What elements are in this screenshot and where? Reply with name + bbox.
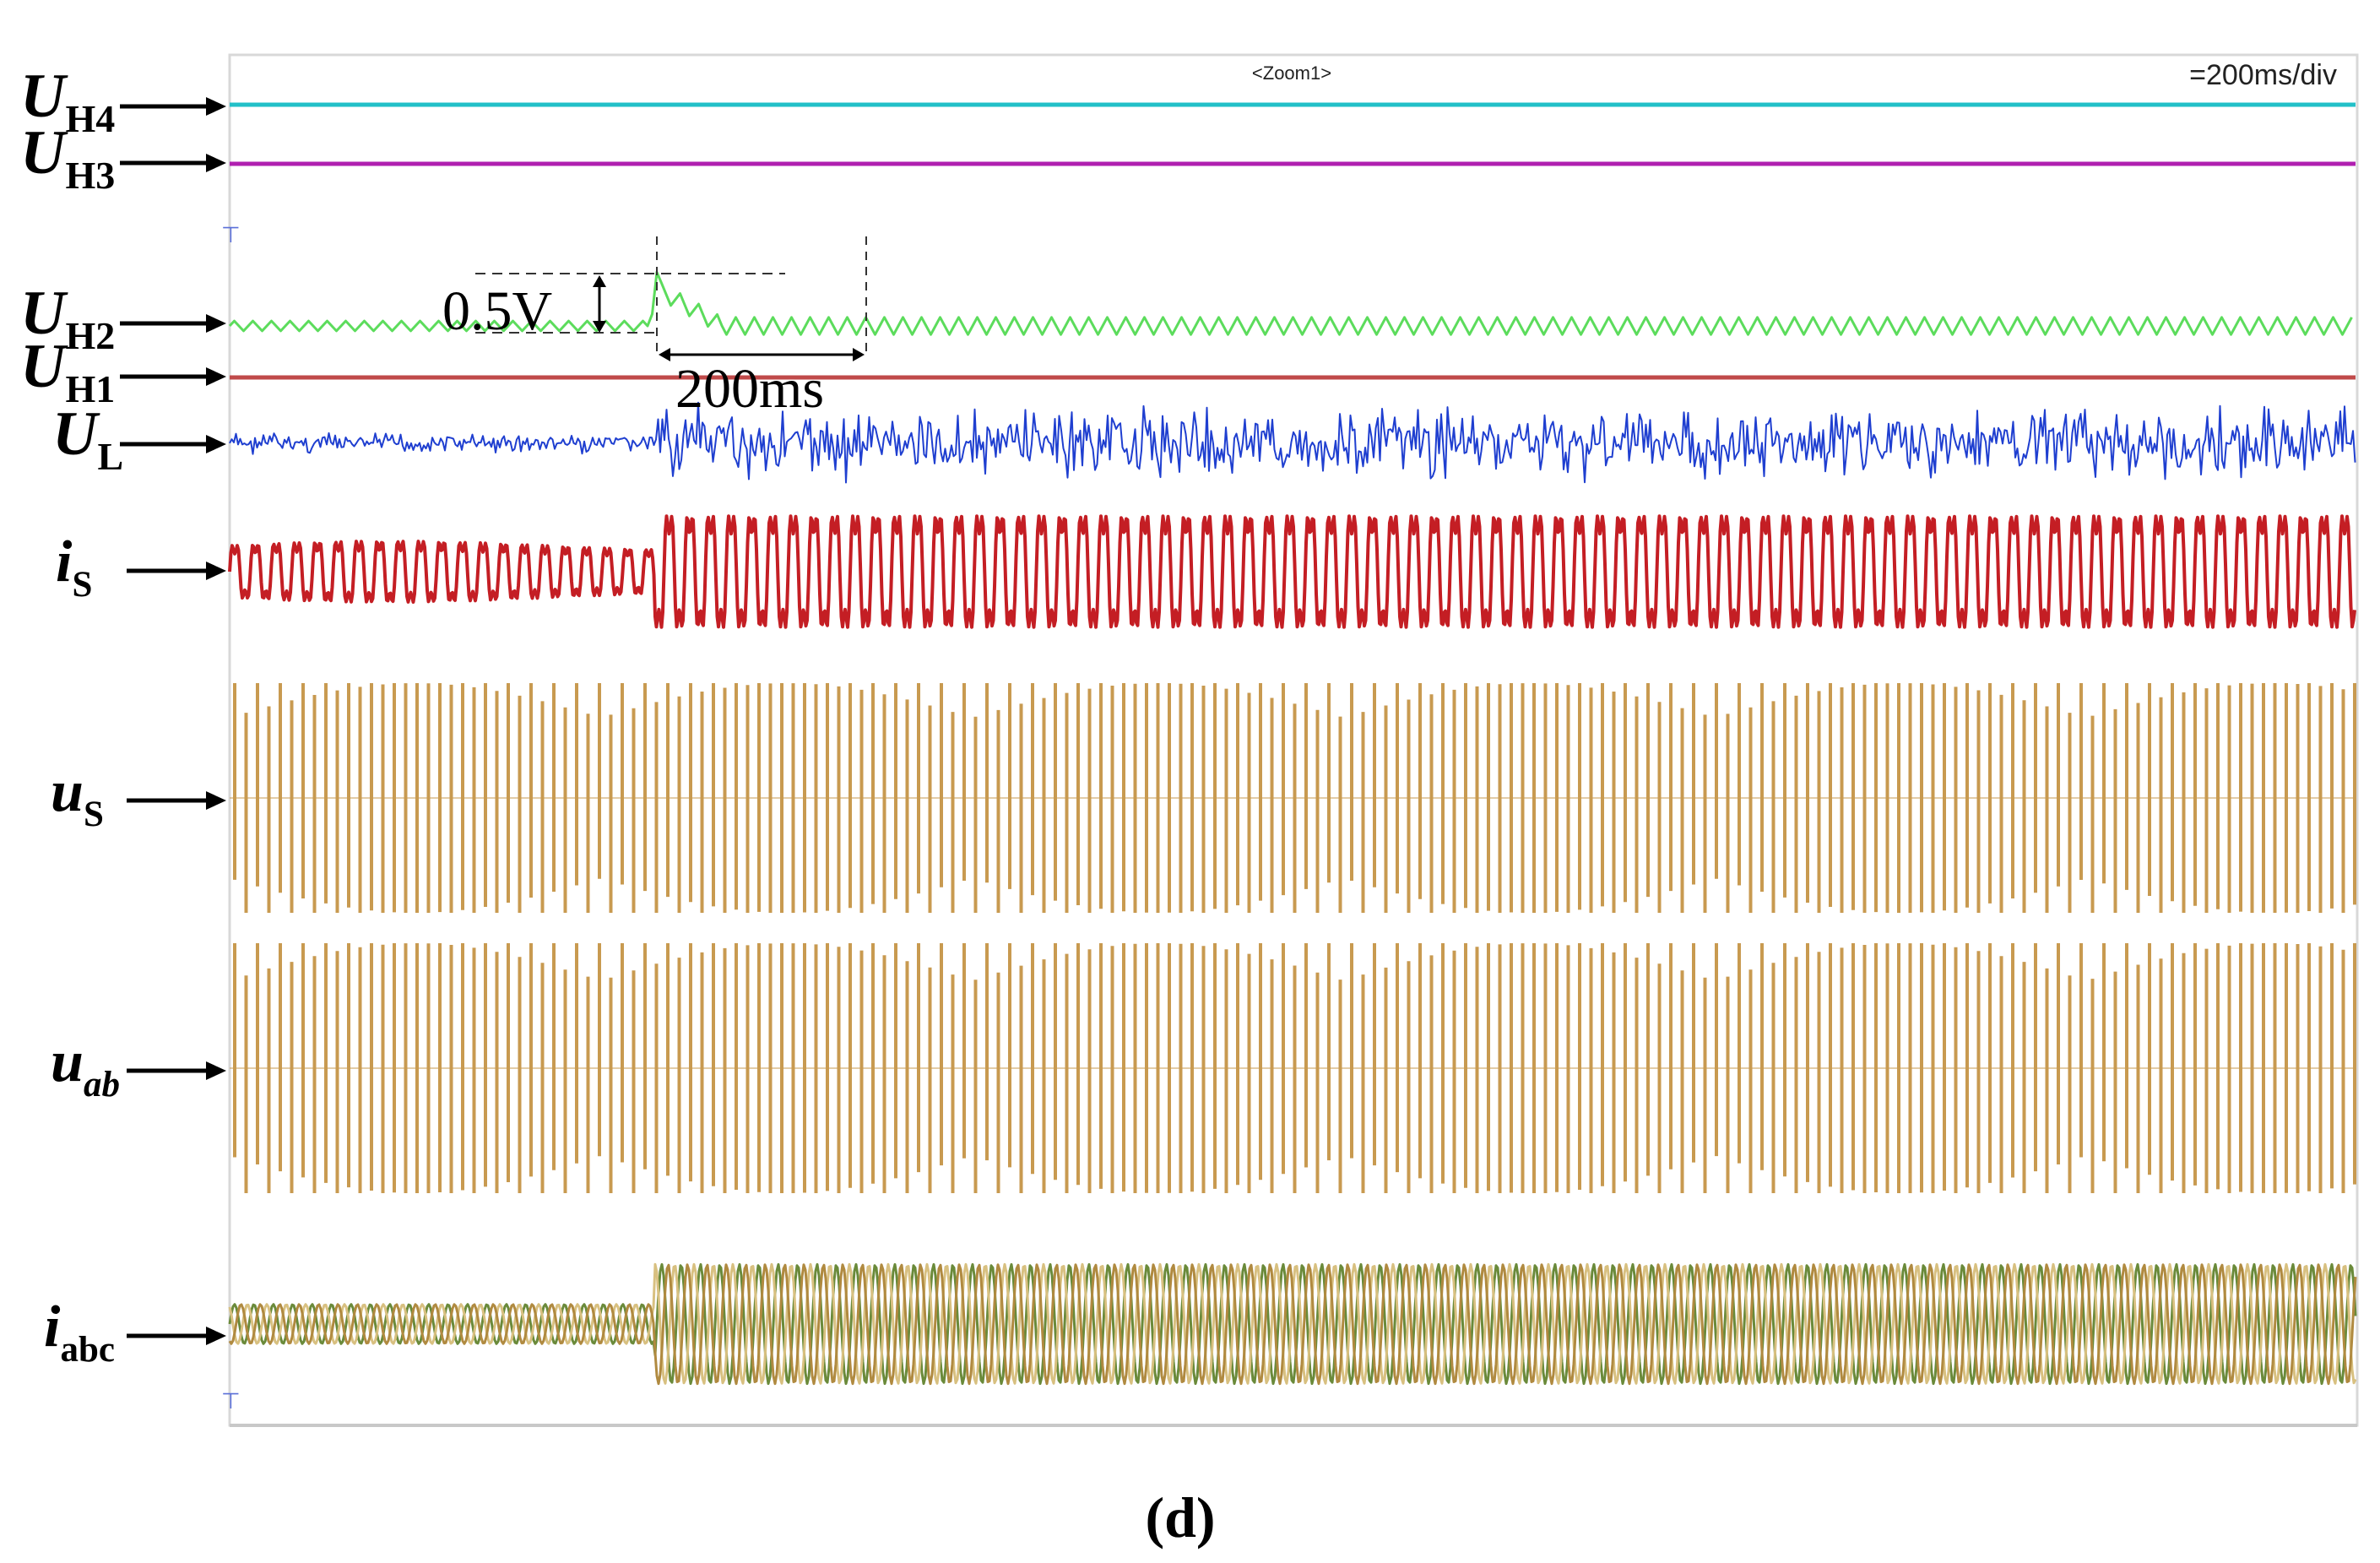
channel-arrow-head [206, 791, 226, 810]
channel-label-base: u [51, 1029, 84, 1094]
channel-label-base: U [20, 332, 68, 401]
ground-marker: ⊤ [221, 1389, 241, 1414]
channel-label-sub: abc [60, 1330, 115, 1370]
channel-arrow-head [206, 562, 226, 580]
channel-label-base: u [51, 759, 84, 824]
channel-label-uab: uab [51, 1029, 120, 1104]
channel-arrow-head [206, 435, 226, 453]
channel-arrow-head [206, 154, 226, 172]
channel-label-uh2: UH2 [20, 279, 115, 357]
channel-label-sub: S [84, 795, 104, 834]
amplitude-arrow-head [593, 321, 606, 333]
duration-label: 200ms [675, 358, 824, 420]
trace-iabc-phase-1 [228, 1262, 2357, 1386]
channel-arrow-head [206, 1061, 226, 1080]
channel-arrow-head [206, 314, 226, 333]
zoom-tag: <Zoom1> [1252, 62, 1331, 84]
trace-ul [229, 401, 2356, 484]
channel-arrow-head [206, 1327, 226, 1345]
channel-label-base: i [56, 529, 73, 594]
duration-arrow-head [853, 348, 865, 361]
channel-label-sub: H4 [65, 97, 115, 140]
channel-label-sub: H1 [65, 367, 115, 410]
amplitude-arrow-head [593, 275, 606, 287]
channel-label-sub: S [72, 565, 92, 605]
channel-label-iabc: iabc [44, 1294, 115, 1370]
channel-label-uh3: UH3 [20, 118, 115, 197]
channel-arrow-head [206, 97, 226, 116]
channel-label-base: i [44, 1294, 61, 1359]
ground-marker: ⊤ [221, 223, 241, 247]
channel-label-base: U [20, 62, 68, 131]
amplitude-label: 0.5V [442, 280, 552, 342]
channel-label-sub: H3 [65, 154, 115, 197]
timebase-label: =200ms/div [2189, 59, 2337, 91]
traces [228, 102, 2357, 1386]
figure-caption: (d) [1145, 1485, 1215, 1549]
duration-arrow-head [659, 348, 670, 361]
channel-label-base: U [20, 279, 68, 348]
trace-iabc-phase-3 [228, 1263, 2357, 1386]
channel-label-ul: UL [52, 399, 123, 478]
trace-is [228, 514, 2356, 629]
channel-label-us: uS [51, 759, 104, 834]
step-annotation: 0.5V 200ms [442, 236, 867, 420]
channel-label-sub: L [97, 435, 123, 478]
trace-uh2 [228, 270, 2353, 336]
channel-label-is: iS [56, 529, 92, 605]
channel-label-uh4: UH4 [20, 62, 115, 140]
channel-label-sub: ab [84, 1065, 120, 1104]
channel-label-base: U [52, 399, 100, 469]
channel-arrow-head [206, 367, 226, 386]
channel-label-sub: H2 [65, 314, 115, 357]
channel-label-base: U [20, 118, 68, 187]
channel-label-uh1: UH1 [20, 332, 115, 410]
